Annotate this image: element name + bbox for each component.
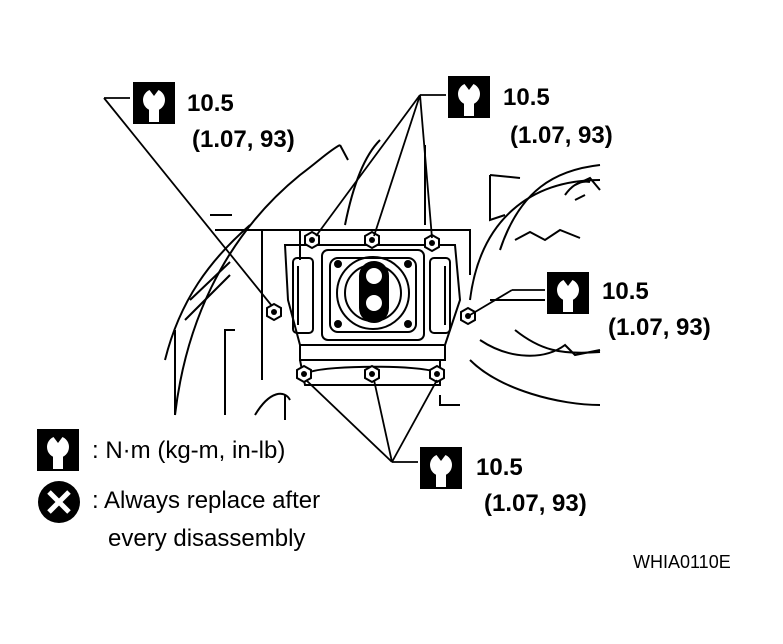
leader-lines	[103, 94, 545, 463]
callout-bottom-center-value: 10.5	[476, 454, 523, 481]
callout-top-center-sub: (1.07, 93)	[510, 122, 613, 149]
callout-top-left-sub: (1.07, 93)	[192, 126, 295, 153]
callout-right-sub: (1.07, 93)	[608, 314, 711, 341]
torque-wrench-icon	[448, 76, 490, 118]
callout-bottom-center-sub: (1.07, 93)	[484, 490, 587, 517]
torque-wrench-icon	[547, 272, 589, 314]
callout-top-center-value: 10.5	[503, 84, 550, 111]
legend-replace-line2: every disassembly	[108, 525, 306, 552]
engine-side	[284, 164, 601, 420]
legend-torque-unit: : N·m (kg-m, in-lb)	[92, 437, 286, 464]
mount-bracket	[261, 229, 471, 386]
torque-wrench-icon	[37, 429, 79, 471]
callout-top-left-value: 10.5	[187, 90, 234, 117]
torque-wrench-icon	[420, 447, 462, 489]
x-circle-icon	[38, 481, 80, 523]
figure-code: WHIA0110E	[633, 552, 731, 572]
legend-replace-line1: : Always replace after	[92, 487, 321, 514]
callout-right-value: 10.5	[602, 278, 649, 305]
torque-wrench-icon	[133, 82, 175, 124]
